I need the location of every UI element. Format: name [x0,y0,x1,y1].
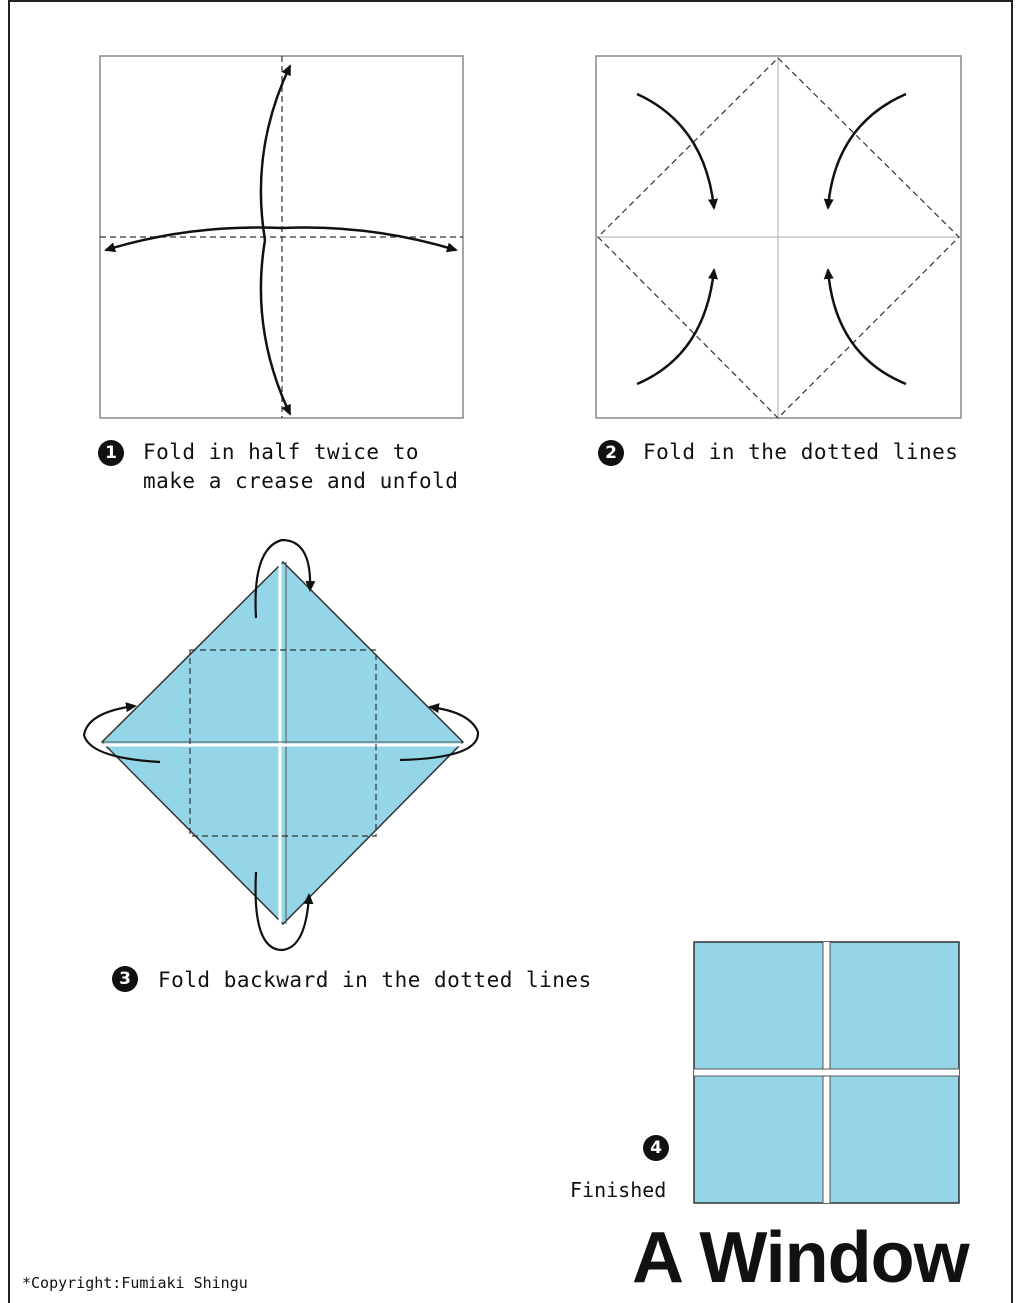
step4-number-badge: 4 [643,1135,669,1161]
page-frame [8,0,1013,1303]
step4-window [693,941,960,1204]
copyright-notice: *Copyright:Fumiaki Shingu [22,1274,248,1292]
step3-caption: Fold backward in the dotted lines [158,968,592,992]
step1-square [99,55,464,419]
step1-caption: Fold in half twice to make a crease and … [143,440,459,493]
step2-square [595,55,962,419]
step2-caption: Fold in the dotted lines [643,440,959,464]
step1-number-badge: 1 [98,440,124,466]
step3-number-badge: 3 [112,966,138,992]
page-title: A Window [632,1218,970,1298]
step4-caption: Finished [570,1178,667,1202]
step3-diamond [82,538,480,952]
page-top-border [8,0,1013,2]
step2-number-badge: 2 [598,440,624,466]
